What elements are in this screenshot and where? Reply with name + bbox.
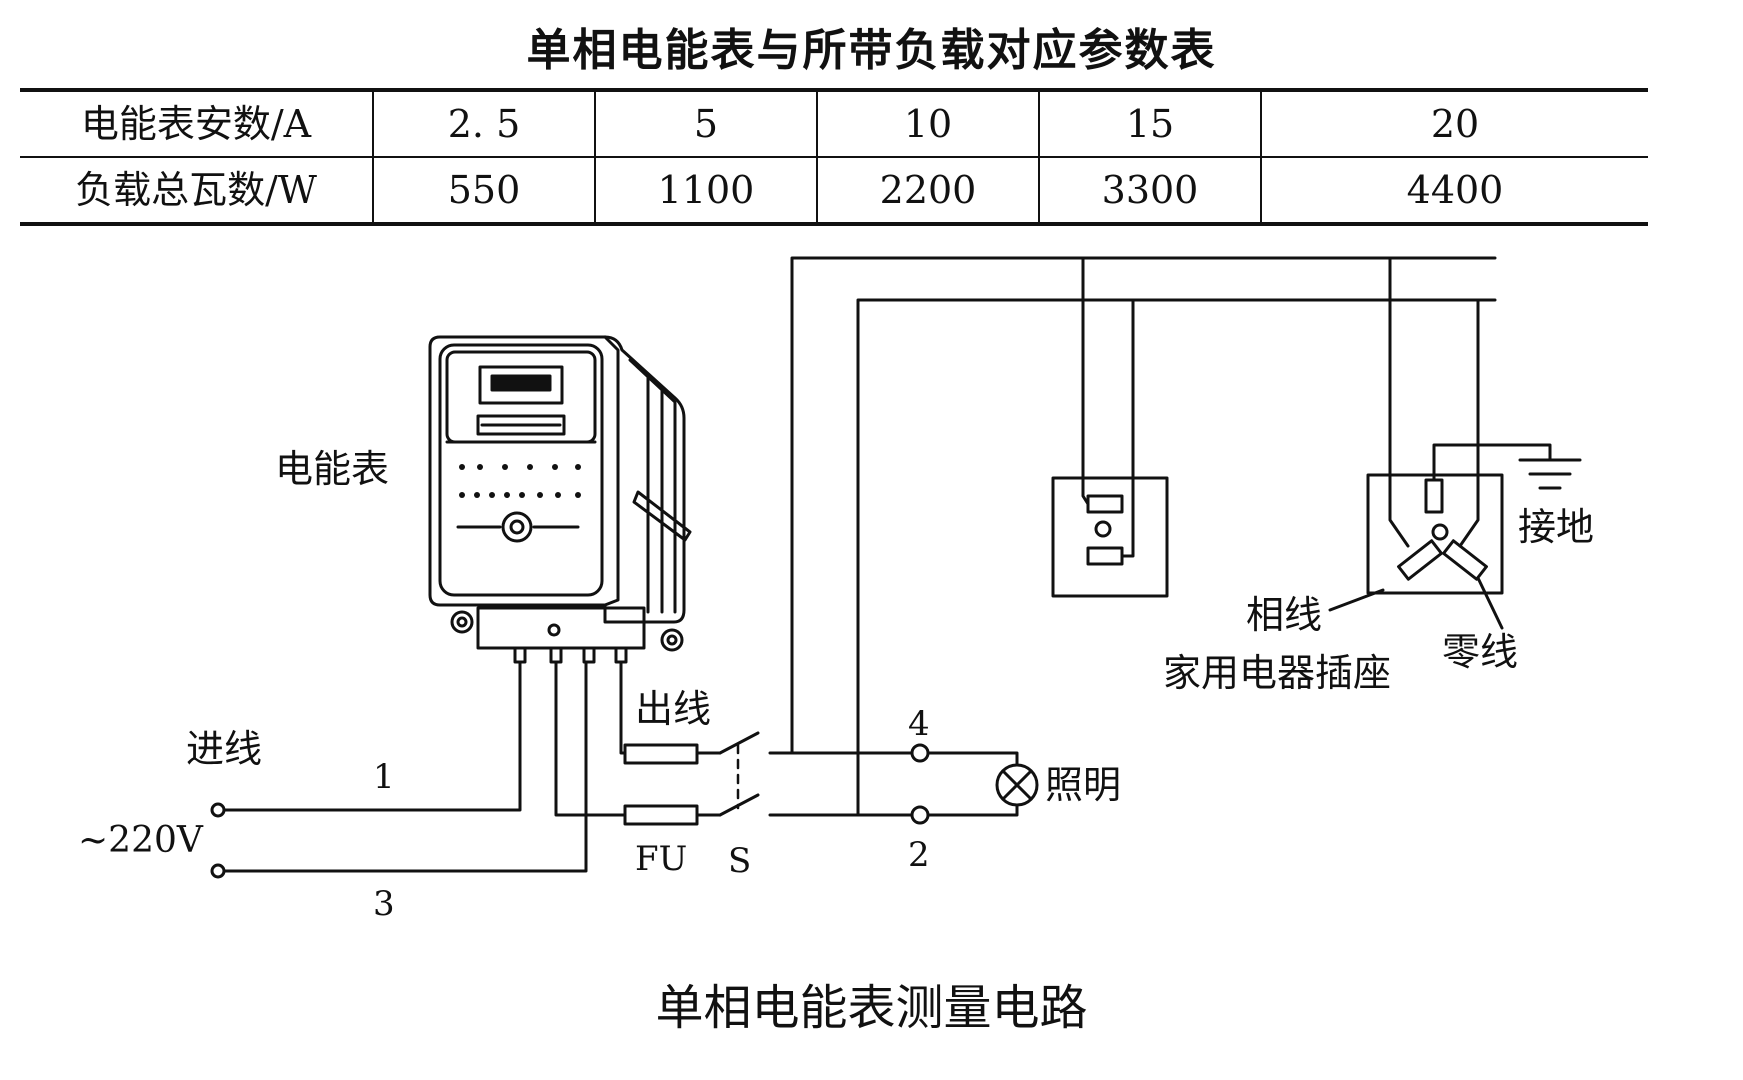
table-cell: 15 — [1038, 90, 1261, 158]
figure-caption: 单相电能表测量电路 — [655, 980, 1088, 1036]
node-2-label: 2 — [908, 835, 930, 875]
switch-label: S — [728, 841, 751, 881]
lamp-icon — [995, 763, 1039, 807]
incoming-label: 进线 — [186, 727, 262, 771]
table-cell: 3300 — [1038, 157, 1261, 224]
row-header: 电能表安数/A — [20, 90, 373, 158]
two-pin-socket-icon — [1051, 476, 1169, 598]
table-cell: 10 — [816, 90, 1039, 158]
ground-icon — [1518, 458, 1582, 490]
row-header: 负载总瓦数/W — [75, 168, 317, 212]
fuse-label: FU — [635, 839, 687, 879]
voltage-label: ~220V — [78, 820, 204, 861]
table-row: 负载总瓦数/W 550 1100 2200 3300 4400 — [20, 157, 1648, 224]
table-cell: 4400 — [1260, 157, 1648, 224]
bus-lines — [790, 256, 1497, 817]
terminal-3-label: 3 — [373, 884, 395, 924]
terminal-1-label: 1 — [373, 757, 395, 797]
socket-label: 家用电器插座 — [1163, 651, 1391, 695]
parameter-table: 电能表安数/A 2. 5 5 10 15 20 负载总瓦数/W 550 1100… — [20, 88, 1648, 226]
table-cell: 2. 5 — [372, 90, 595, 158]
lighting-label: 照明 — [1045, 763, 1121, 807]
table-row: 电能表安数/A 2. 5 5 10 15 20 — [20, 90, 1648, 158]
phase-label: 相线 — [1246, 593, 1322, 637]
lighting-circuit — [910, 743, 1019, 825]
three-pin-socket-icon — [1328, 443, 1552, 630]
table-cell: 1100 — [594, 157, 817, 224]
table-cell: 2200 — [816, 157, 1039, 224]
table-cell: 550 — [372, 157, 595, 224]
neutral-label: 零线 — [1442, 630, 1518, 674]
double-pole-switch — [695, 731, 914, 817]
ground-label: 接地 — [1518, 505, 1594, 549]
meter-label: 电能表 — [275, 447, 389, 491]
energy-meter-icon — [428, 335, 692, 664]
fuse-upper — [623, 743, 699, 765]
table-cell: 20 — [1260, 90, 1648, 158]
table-cell: 5 — [594, 90, 817, 158]
fuse-lower — [623, 804, 699, 826]
incoming-wires — [210, 660, 627, 879]
outgoing-label: 出线 — [635, 687, 711, 731]
node-4-label: 4 — [908, 704, 930, 744]
page-title: 单相电能表与所带负载对应参数表 — [526, 25, 1217, 76]
